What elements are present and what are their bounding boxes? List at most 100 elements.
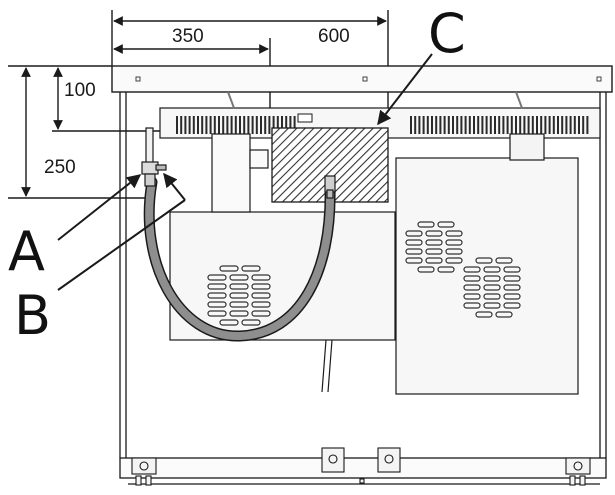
- grille-slot: [405, 248, 423, 255]
- grille-slot: [251, 301, 271, 308]
- grille-slot: [463, 284, 481, 291]
- grille-slot: [463, 275, 481, 282]
- vent-slot: [176, 116, 178, 134]
- vent-slot: [460, 116, 463, 134]
- vent-slot: [582, 116, 585, 134]
- grille-slot: [251, 310, 271, 317]
- grille-slot: [241, 319, 261, 326]
- vent-slot: [464, 116, 467, 134]
- vent-slot: [548, 116, 551, 134]
- grille-slot: [229, 301, 249, 308]
- cabinet-body: [119, 92, 607, 485]
- grille-slot: [483, 284, 501, 291]
- vent-slot: [222, 116, 225, 134]
- vent-slot: [468, 116, 471, 134]
- grille-slot: [463, 266, 481, 273]
- vent-slot: [243, 116, 246, 134]
- inner-panel-right: [395, 133, 579, 395]
- vent-slot: [255, 116, 258, 134]
- vent-slot: [473, 116, 475, 134]
- vent-slot: [281, 116, 283, 134]
- vent-slot: [477, 116, 480, 134]
- junction-box: [211, 133, 269, 213]
- grille-slot: [437, 266, 455, 273]
- grille-slot: [503, 302, 521, 309]
- vent-slot: [544, 116, 547, 134]
- vent-slot: [573, 116, 576, 134]
- vent-slot: [230, 116, 233, 134]
- grille-slot: [503, 266, 521, 273]
- callout-c-label: C: [428, 2, 466, 65]
- vent-slot: [205, 116, 208, 134]
- vent-slot: [435, 116, 438, 134]
- vent-slot: [578, 116, 580, 134]
- vent-slot: [201, 116, 204, 134]
- vent-slot: [264, 116, 267, 134]
- grille-slot: [207, 283, 227, 290]
- vent-slot: [510, 116, 513, 134]
- grille-slot: [417, 221, 435, 228]
- vent-slot: [519, 116, 522, 134]
- grille-slot: [405, 257, 423, 264]
- vent-slot: [456, 116, 459, 134]
- vent-slot: [531, 116, 534, 134]
- grille-slot: [463, 293, 481, 300]
- grille-slot: [503, 275, 521, 282]
- grille-slot: [219, 319, 239, 326]
- vent-slot: [268, 116, 271, 134]
- grille-slot: [483, 275, 501, 282]
- vent-slot: [515, 116, 517, 134]
- dimension-250-label: 250: [44, 157, 76, 178]
- vent-slot: [251, 116, 254, 134]
- grille-slot: [417, 266, 435, 273]
- vent-slot: [569, 116, 572, 134]
- vent-slot: [527, 116, 530, 134]
- vent-slot: [418, 116, 421, 134]
- vent-slot: [293, 116, 296, 134]
- dimension-600-label: 600: [318, 26, 350, 47]
- vent-slot: [506, 116, 509, 134]
- vent-slot: [192, 116, 195, 134]
- vent-slot: [426, 116, 429, 134]
- vent-slot: [209, 116, 212, 134]
- grille-slot: [475, 257, 493, 264]
- grille-slot: [425, 239, 443, 246]
- grille-slot: [229, 274, 249, 281]
- vent-slot: [260, 116, 262, 134]
- vent-slot: [481, 116, 484, 134]
- grille-slot: [425, 257, 443, 264]
- vent-slot: [213, 116, 216, 134]
- vent-slot: [586, 116, 589, 134]
- grille-slot: [445, 239, 463, 246]
- grille-slot: [503, 293, 521, 300]
- vent-slot: [552, 116, 555, 134]
- grille-slot: [437, 221, 455, 228]
- vent-slot: [439, 116, 442, 134]
- vent-slot: [289, 116, 292, 134]
- vent-slot: [523, 116, 526, 134]
- vent-slot: [218, 116, 220, 134]
- gas-valve-fitting: [141, 127, 167, 187]
- grille-slot: [207, 292, 227, 299]
- dimension-100-label: 100: [64, 80, 96, 101]
- grille-slot: [463, 302, 481, 309]
- grille-slot: [251, 274, 271, 281]
- vent-slot: [561, 116, 564, 134]
- connection-zone-c: [271, 127, 389, 203]
- vent-slot: [226, 116, 229, 134]
- hob-vent-right: [410, 116, 589, 134]
- vent-grille-left: [207, 265, 271, 326]
- grille-slot: [503, 284, 521, 291]
- grille-slot: [405, 239, 423, 246]
- vent-slot: [431, 116, 433, 134]
- hob-vent-left: [176, 116, 296, 134]
- grille-slot: [445, 248, 463, 255]
- gas-hose: [143, 176, 336, 342]
- vent-slot: [285, 116, 288, 134]
- hose-end-fitting: [324, 175, 336, 199]
- vent-grille-right: [405, 221, 521, 318]
- vent-slot: [247, 116, 250, 134]
- vent-slot: [197, 116, 199, 134]
